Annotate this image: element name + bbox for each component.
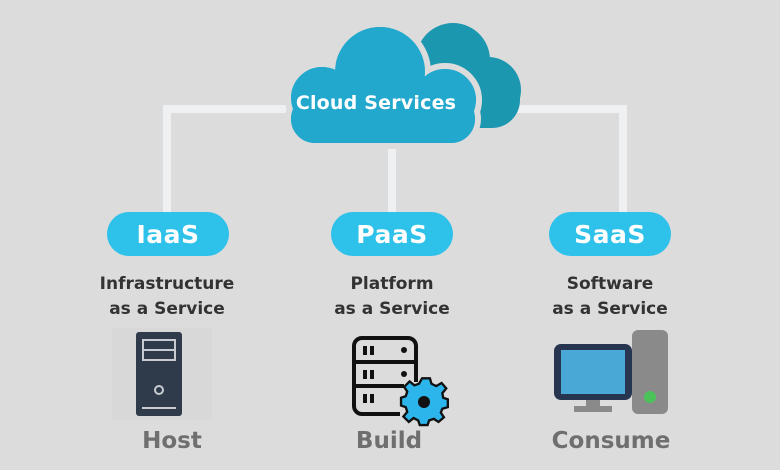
connector-paas	[388, 140, 396, 215]
iaas-description-line2: as a Service	[109, 299, 225, 319]
cloud-services-title: Cloud Services	[295, 92, 457, 114]
saas-description-line2: as a Service	[552, 299, 668, 319]
pc-tower	[632, 330, 668, 414]
iaas-description-line1: Infrastructure	[99, 274, 235, 294]
connector-saas	[619, 105, 627, 215]
paas-pill: PaaS	[331, 212, 453, 256]
paas-description-line1: Platform	[350, 274, 434, 294]
desktop-computer-icon	[554, 330, 668, 414]
iaas-pill: IaaS	[107, 212, 229, 256]
server-gear-icon	[352, 336, 450, 427]
paas-description: Platform as a Service	[292, 272, 492, 322]
saas-caption: Consume	[551, 428, 671, 454]
power-led	[644, 391, 656, 403]
server-tower-icon	[112, 328, 212, 420]
saas-description: Software as a Service	[510, 272, 710, 322]
saas-description-line1: Software	[566, 274, 654, 294]
paas-caption: Build	[355, 428, 423, 454]
iaas-description: Infrastructure as a Service	[67, 272, 267, 322]
connector-iaas	[163, 105, 171, 215]
paas-description-line2: as a Service	[334, 299, 450, 319]
iaas-caption: Host	[142, 428, 202, 454]
saas-pill: SaaS	[549, 212, 671, 256]
monitor-screen	[561, 350, 625, 394]
